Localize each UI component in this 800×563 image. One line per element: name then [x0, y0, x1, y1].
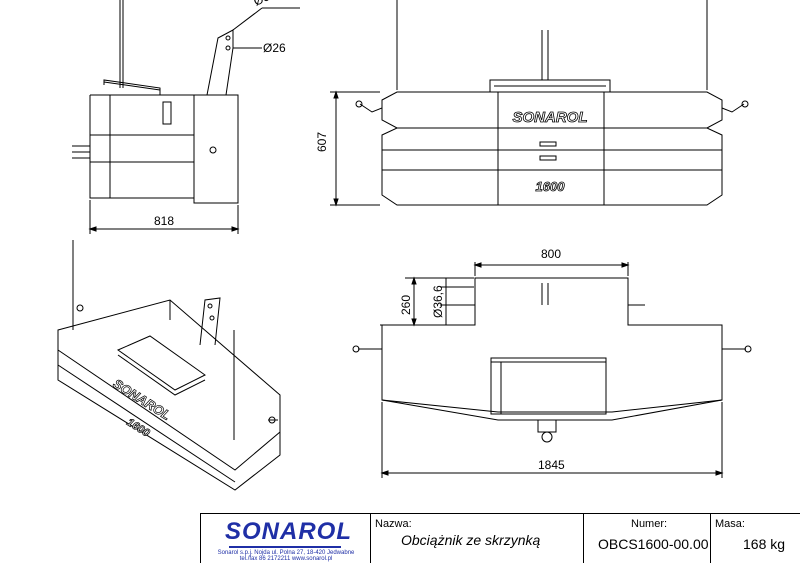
front-model-mark: 1600 [536, 179, 566, 194]
name-label: Nazwa: [375, 518, 412, 530]
number-cell: Numer: OBCS1600-00.00 [584, 514, 711, 563]
company-logo: SONAROL [225, 518, 352, 545]
number-label: Numer: [631, 518, 668, 530]
dim-800: 800 [541, 247, 561, 261]
title-block: SONAROL Sonarol s.p.j. Nojda ul. Polna 2… [200, 513, 800, 563]
number-value: OBCS1600-00.00 [598, 536, 709, 552]
logo-cell: SONAROL Sonarol s.p.j. Nojda ul. Polna 2… [201, 514, 371, 563]
company-contact: tel./fax 86 2172211 www.sonarol.pl [239, 556, 333, 562]
dim-diameter-26: Ø26 [263, 41, 286, 55]
dim-diameter-36-6: Ø36,6 [431, 285, 445, 318]
mass-label: Masa: [715, 518, 745, 530]
top-view [352, 262, 752, 478]
dim-1845: 1845 [538, 458, 565, 472]
logo-underline [229, 546, 341, 548]
dim-818: 818 [154, 214, 174, 228]
front-brand-mark: SONAROL [513, 109, 588, 126]
dim-260: 260 [399, 295, 413, 315]
dim-607: 607 [315, 132, 329, 152]
side-view [72, 0, 300, 234]
name-cell: Nazwa: Obciążnik ze skrzynką [371, 514, 584, 563]
mass-value: 168 kg [743, 536, 786, 552]
isometric-view [57, 240, 281, 491]
front-view [330, 0, 749, 207]
mass-cell: Masa: 168 kg [711, 514, 800, 563]
company-address: Sonarol s.p.j. Nojda ul. Polna 27, 18-42… [217, 550, 355, 556]
name-value: Obciążnik ze skrzynką [401, 532, 541, 548]
dim-diameter-32-5: Ø32,5 [251, 0, 287, 9]
